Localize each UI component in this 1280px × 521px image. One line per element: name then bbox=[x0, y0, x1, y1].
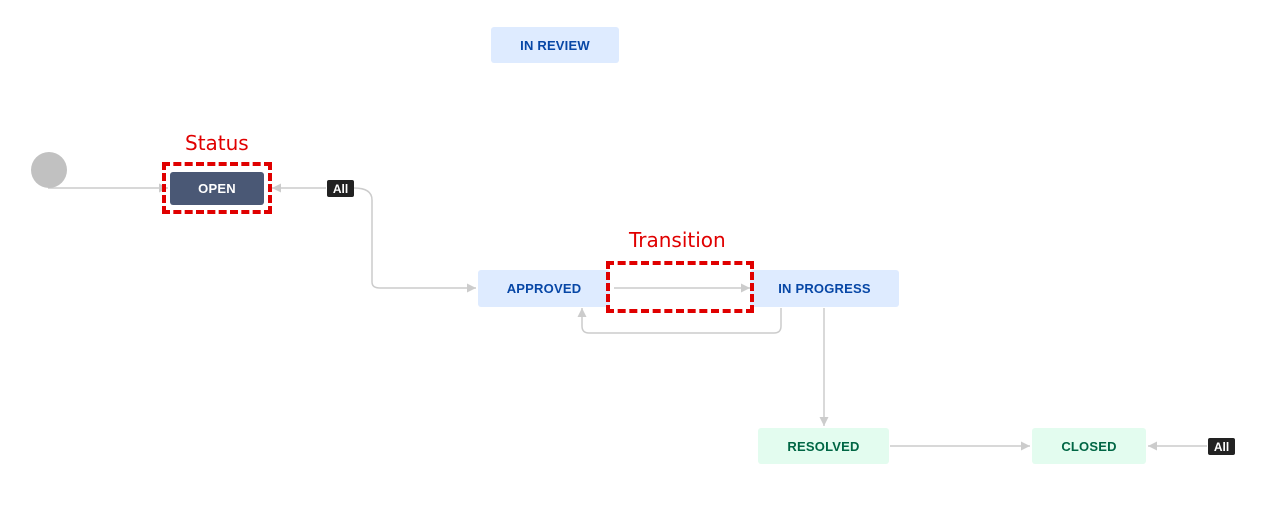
global-transition-badge-open[interactable]: All bbox=[327, 180, 354, 197]
status-closed[interactable]: CLOSED bbox=[1032, 428, 1146, 464]
transition-open-to-approved[interactable] bbox=[353, 187, 476, 293]
annotation-transition-label: Transition bbox=[629, 228, 726, 252]
annotation-transition-box bbox=[606, 261, 754, 313]
start-node-icon bbox=[31, 152, 67, 188]
annotation-status-label: Status bbox=[185, 131, 249, 155]
status-approved[interactable]: APPROVED bbox=[478, 270, 610, 307]
transition-in-progress-to-approved[interactable] bbox=[577, 308, 782, 334]
annotation-status-box bbox=[162, 162, 272, 214]
status-in-progress[interactable]: IN PROGRESS bbox=[750, 270, 899, 307]
status-resolved[interactable]: RESOLVED bbox=[758, 428, 889, 464]
global-transition-badge-closed[interactable]: All bbox=[1208, 438, 1235, 455]
status-in-review[interactable]: IN REVIEW bbox=[491, 27, 619, 63]
status-open[interactable]: OPEN bbox=[170, 172, 264, 205]
